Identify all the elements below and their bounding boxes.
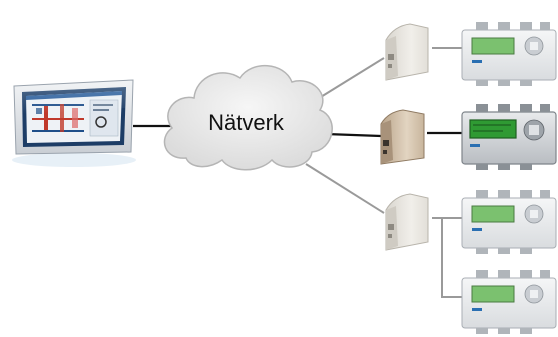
network-gateway-icon (385, 193, 429, 251)
din-rail-controller-icon (461, 104, 557, 170)
links (133, 47, 463, 298)
link-cloud-to-gateway-3 (305, 163, 385, 214)
network-cloud (163, 64, 333, 171)
din-rail-controller-icon (461, 270, 557, 334)
link-bus-to-controller-4 (441, 218, 462, 298)
network-gateway-icon (380, 109, 425, 165)
touch-panel-pc-icon (12, 79, 136, 167)
link-cloud-to-gateway-2 (325, 132, 382, 138)
network-cloud-label: Nätverk (208, 110, 284, 135)
din-rail-controller-icon (461, 22, 557, 86)
network-gateway-icon (385, 23, 429, 81)
din-rail-controller-icon (461, 190, 557, 254)
link-cloud-to-gateway-1 (315, 57, 385, 101)
